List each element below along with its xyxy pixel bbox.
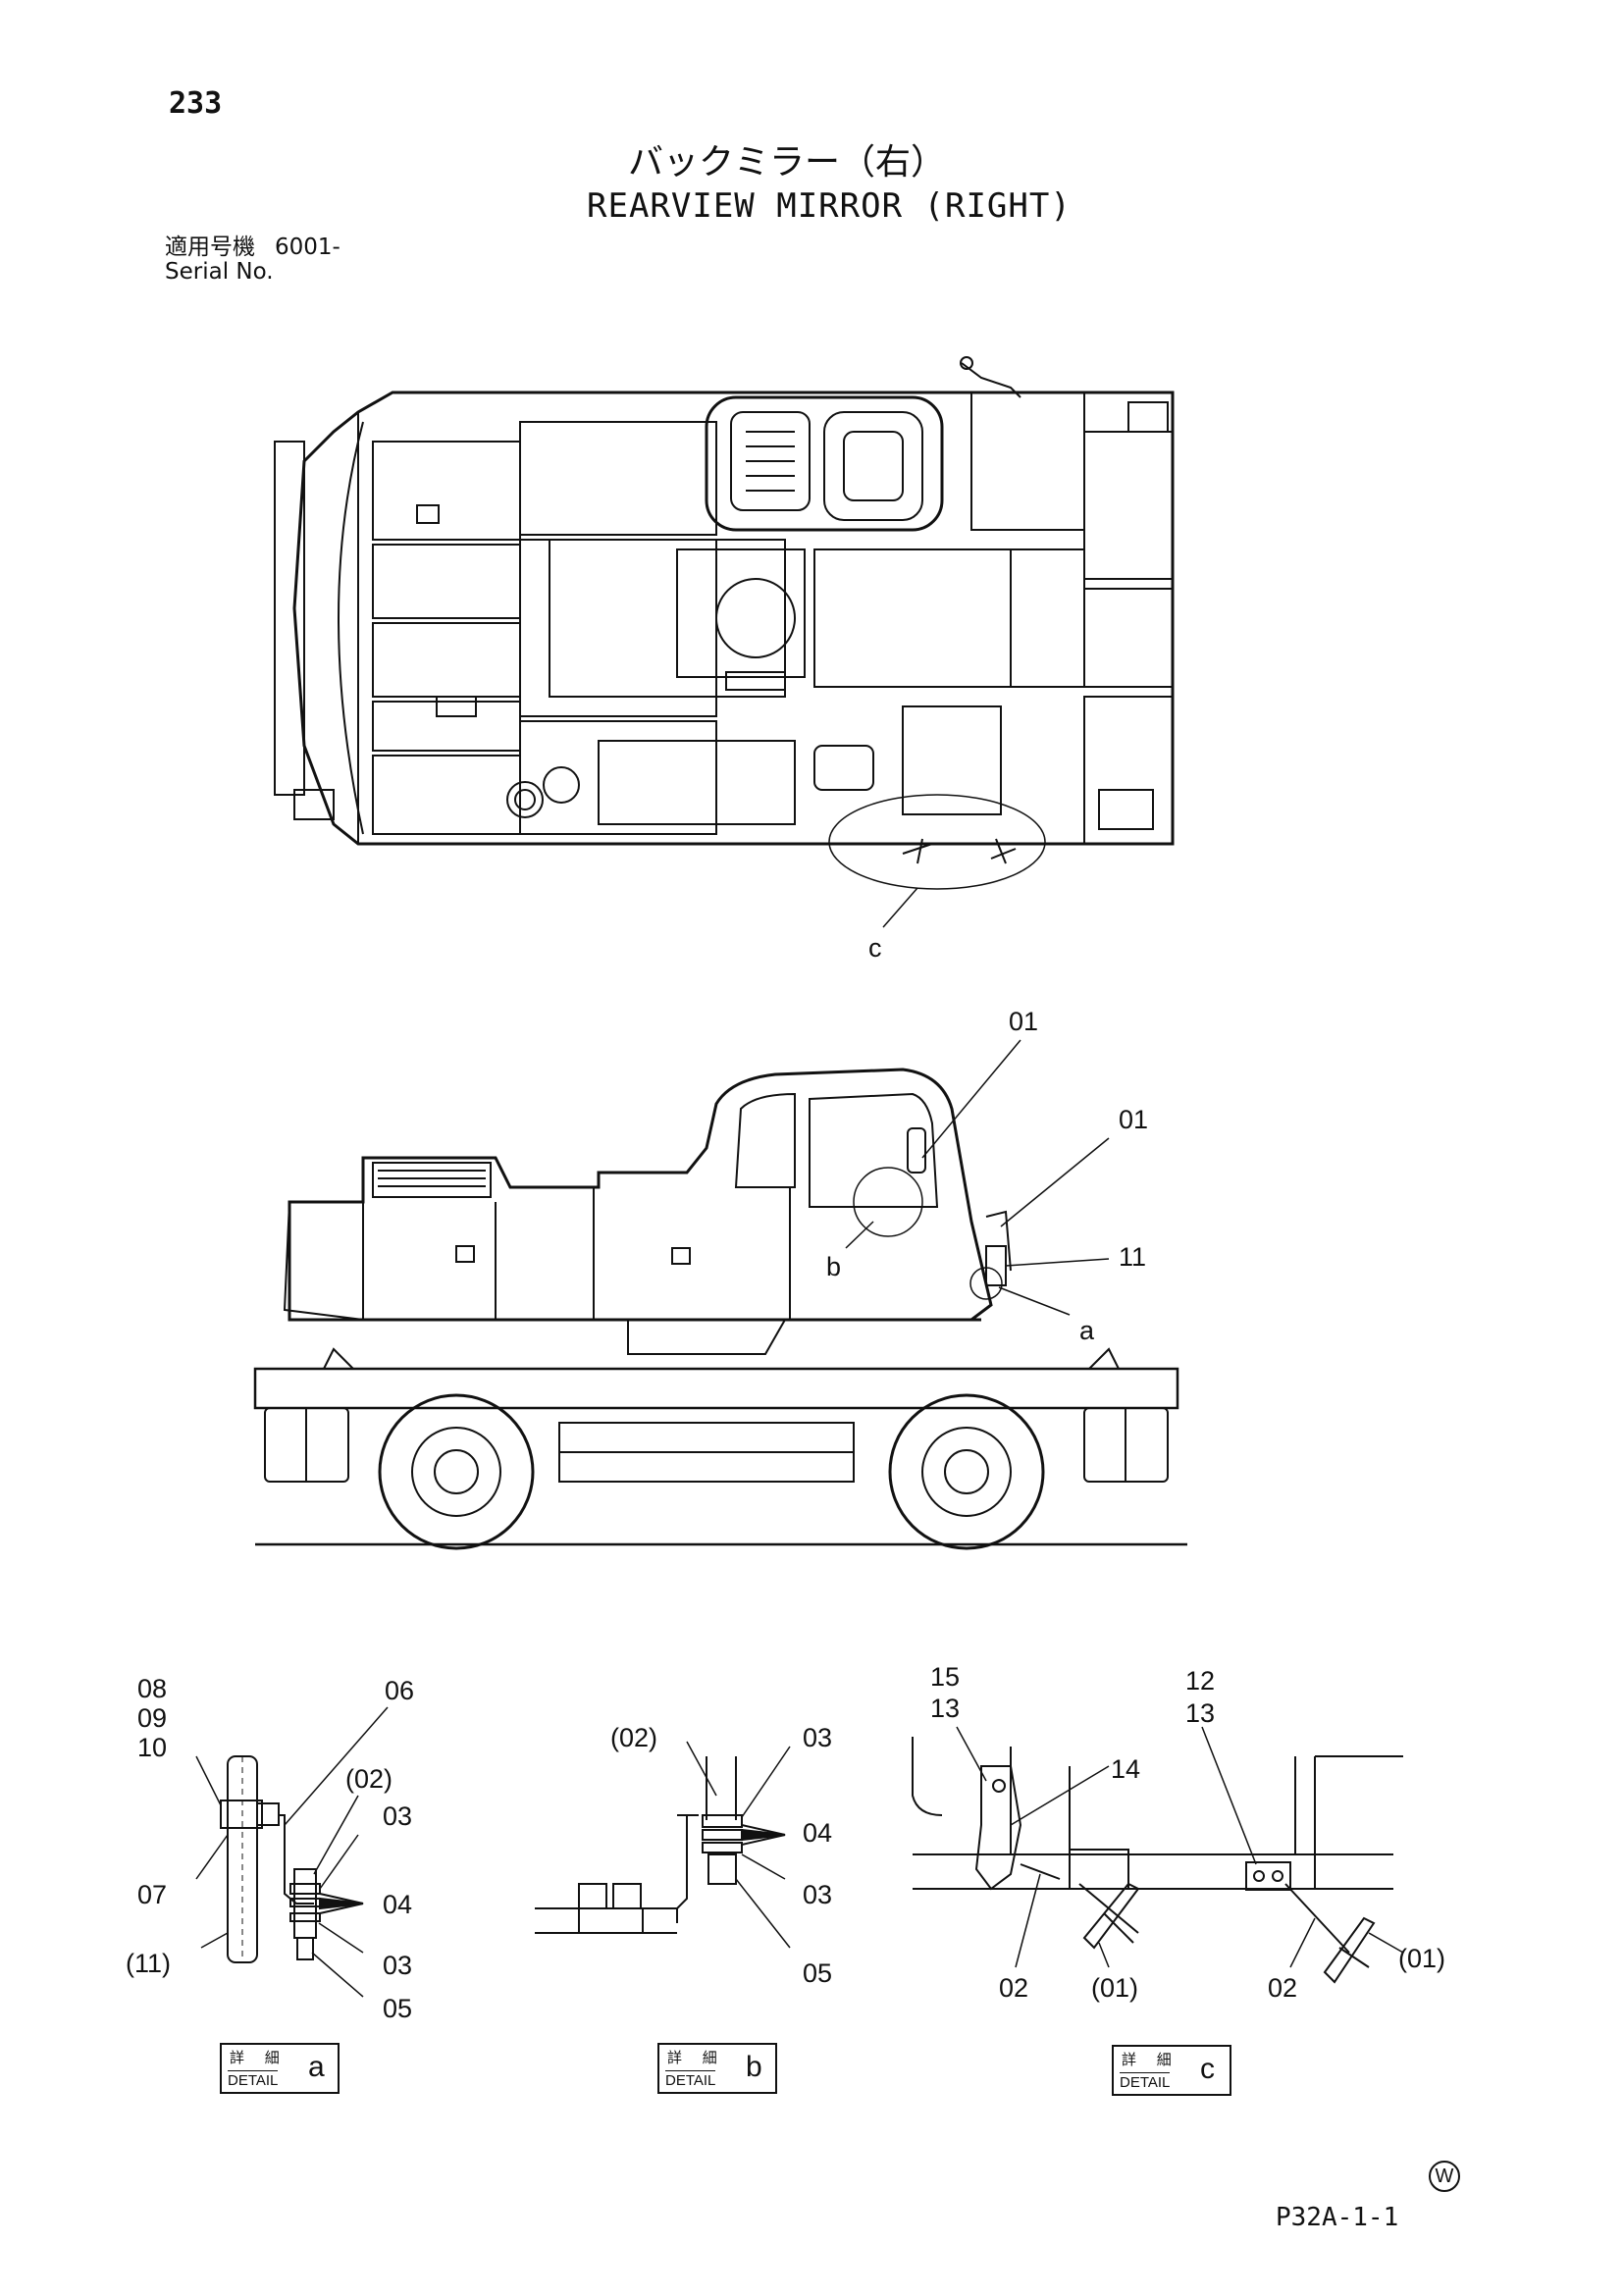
serial-value: 6001- bbox=[275, 235, 340, 260]
callout-label: 10 bbox=[137, 1733, 167, 1762]
detail-label: DETAIL bbox=[228, 2070, 279, 2089]
detail-label-japanese: 詳 細 bbox=[1122, 2051, 1179, 2068]
page-title-japanese: バックミラー（右） bbox=[628, 142, 947, 183]
callout-label: 11 bbox=[1119, 1242, 1146, 1272]
callout-label: (11) bbox=[126, 1949, 171, 1978]
detail-c-drawing bbox=[912, 1726, 1404, 1984]
serial-info: 適用号機 6001- Serial No. bbox=[165, 235, 340, 285]
callout-label: c bbox=[868, 933, 882, 963]
callout-label: 05 bbox=[803, 1958, 832, 1988]
callout-label: (02) bbox=[610, 1723, 657, 1752]
callout-label: 04 bbox=[803, 1818, 832, 1848]
callout-label: 02 bbox=[999, 1973, 1028, 2003]
document-code: P32A-1-1 bbox=[1276, 2203, 1399, 2232]
callout-label: 03 bbox=[383, 1801, 412, 1831]
machine-side-view bbox=[253, 1039, 1187, 1550]
callout-label: 02 bbox=[1268, 1973, 1297, 2003]
callout-label: 13 bbox=[1185, 1698, 1215, 1728]
callout-label: 14 bbox=[1111, 1754, 1140, 1784]
detail-a-label: 詳 細 DETAIL a bbox=[220, 2043, 340, 2094]
callout-label: 03 bbox=[803, 1723, 832, 1752]
callout-label: 05 bbox=[383, 1994, 412, 2023]
callout-label: 04 bbox=[383, 1890, 412, 1919]
callout-label: 12 bbox=[1185, 1666, 1215, 1696]
detail-b-label: 詳 細 DETAIL b bbox=[657, 2043, 777, 2094]
machine-top-view bbox=[274, 356, 1175, 928]
detail-label-japanese: 詳 細 bbox=[230, 2049, 288, 2066]
serial-label: Serial No. bbox=[165, 259, 274, 285]
callout-label: 06 bbox=[385, 1676, 414, 1705]
callout-label: (02) bbox=[345, 1764, 393, 1794]
callout-label: 07 bbox=[137, 1880, 167, 1909]
callout-label: 03 bbox=[383, 1951, 412, 1980]
w-mark-icon: W bbox=[1429, 2161, 1460, 2192]
callout-label: (01) bbox=[1398, 1944, 1445, 1973]
detail-a-drawing bbox=[195, 1706, 389, 1998]
detail-label: DETAIL bbox=[1120, 2072, 1171, 2091]
callout-label: (01) bbox=[1091, 1973, 1138, 2003]
callout-label: 03 bbox=[803, 1880, 832, 1909]
callout-label: b bbox=[826, 1252, 841, 1281]
detail-letter: b bbox=[746, 2051, 762, 2083]
detail-b-drawing bbox=[535, 1741, 791, 1949]
callout-label: 13 bbox=[930, 1694, 960, 1723]
detail-c-label: 詳 細 DETAIL c bbox=[1112, 2045, 1231, 2096]
page-number: 233 bbox=[169, 86, 223, 121]
detail-letter: a bbox=[308, 2051, 325, 2083]
detail-letter: c bbox=[1200, 2053, 1215, 2085]
callout-label: 01 bbox=[1009, 1007, 1038, 1036]
callout-label: 09 bbox=[137, 1703, 167, 1733]
callout-label: 01 bbox=[1119, 1105, 1148, 1134]
callout-label: a bbox=[1079, 1316, 1095, 1345]
serial-label-japanese: 適用号機 bbox=[165, 235, 255, 260]
page-title: REARVIEW MIRROR (RIGHT) bbox=[587, 186, 1072, 226]
callout-label: 15 bbox=[930, 1662, 960, 1692]
callout-label: 08 bbox=[137, 1674, 167, 1703]
detail-label-japanese: 詳 細 bbox=[667, 2049, 725, 2066]
detail-label: DETAIL bbox=[665, 2070, 716, 2089]
